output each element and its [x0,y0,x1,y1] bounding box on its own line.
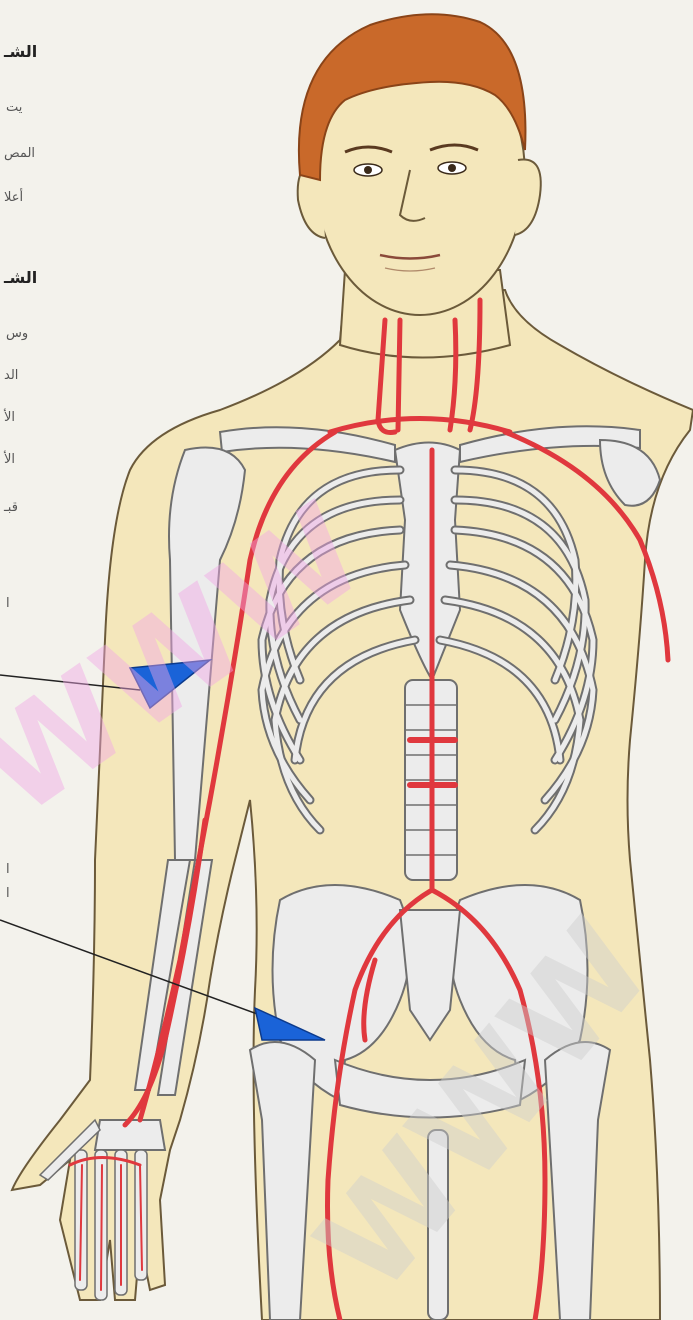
carpals [95,1120,165,1150]
right-ear [515,159,541,235]
left-carotid-2 [398,320,400,430]
head [298,14,541,315]
